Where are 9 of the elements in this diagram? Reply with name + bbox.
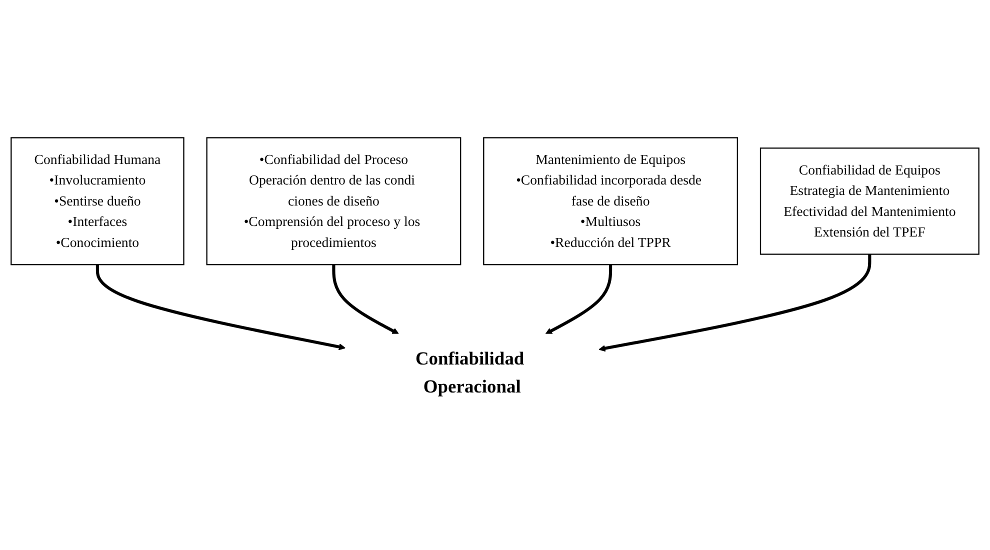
arrow [598, 254, 872, 352]
node-box: Mantenimiento de Equipos •Confiabilidad incorporada desde fase de diseño •Multiusos •Reducción del TPPR [483, 137, 738, 266]
arrow [332, 264, 399, 334]
arrow [545, 264, 612, 334]
node-box: Confiabilidad de Equipos Estrategia de Mantenimiento Efectividad del Mantenimiento Extensión del TPEF [760, 148, 980, 255]
node-box: Confiabilidad Humana •Involucramiento •Sentirse dueño •Interfaces •Conocimiento [10, 137, 184, 266]
arrow [96, 264, 346, 350]
node-text: Confiabilidad Operacional [415, 349, 524, 397]
node-box: •Confiabilidad del Proceso Operación dentro de las condi ciones de diseño •Comprensión del proceso y los procedimientos [206, 137, 462, 266]
